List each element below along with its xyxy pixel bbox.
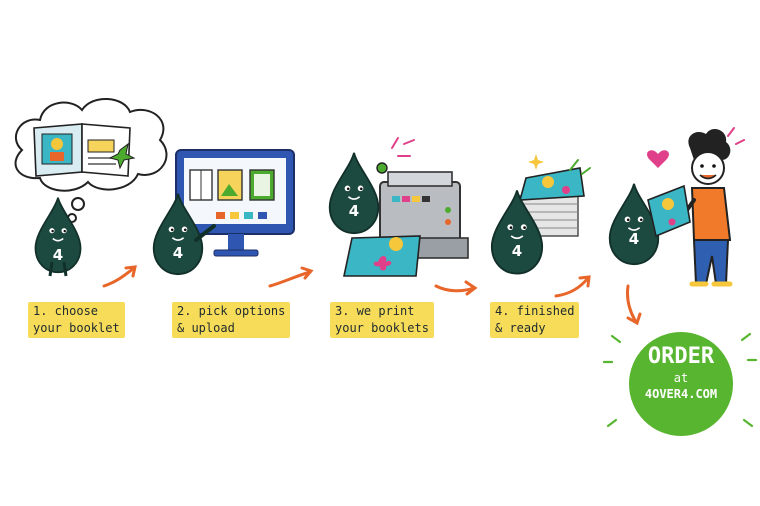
- mascot-number: 4: [53, 246, 63, 264]
- printer-lever-knob: [376, 162, 388, 174]
- sparkle-icon: [569, 159, 591, 175]
- sparkle-icon: [528, 154, 544, 170]
- arrow-2: [268, 270, 312, 288]
- step-2-label: 2. pick options & upload: [172, 302, 291, 338]
- order-badge[interactable]: ORDER at 4OVER4.COM: [629, 332, 733, 436]
- step-1-label: 1. choose your booklet: [28, 302, 125, 338]
- arrow-1: [102, 266, 136, 288]
- arrow-1-head: [124, 265, 137, 278]
- step-3-label: 3. we print your booklets: [330, 302, 434, 338]
- order-badge-url: 4OVER4.COM: [644, 387, 718, 401]
- mascot-pointing-arm: [194, 224, 216, 242]
- heart-icon: [647, 150, 669, 168]
- arrow-to-order: [626, 284, 638, 324]
- sparkle-icon: [727, 127, 745, 145]
- sparkle-icon: [391, 137, 415, 157]
- order-badge-title: ORDER: [647, 344, 715, 369]
- order-badge-at: at: [673, 371, 689, 385]
- mascot-legs: [48, 261, 68, 277]
- step-4-label: 4. finished & ready: [490, 302, 580, 338]
- mascot-number: 4: [349, 202, 359, 220]
- mascot-step-3: [328, 151, 380, 235]
- booklet-handed-icon: [647, 184, 691, 238]
- mascot-number: 4: [173, 244, 183, 262]
- printed-sheet-icon: [343, 235, 421, 277]
- badge-sparkles: [602, 332, 758, 428]
- arrow-to-order-head: [626, 312, 642, 326]
- mascot-number: 4: [629, 230, 639, 248]
- mascot-number: 4: [512, 242, 522, 260]
- arrow-3-head: [464, 280, 478, 296]
- arrow-2-head: [300, 266, 314, 280]
- monitor-icon: [175, 149, 295, 257]
- mascot-final: [608, 182, 660, 266]
- person-illustration: [674, 128, 733, 287]
- arrow-3: [434, 284, 476, 293]
- open-booklet-icon: [33, 123, 136, 177]
- arrow-4: [554, 276, 590, 298]
- arrow-4-head: [578, 275, 591, 288]
